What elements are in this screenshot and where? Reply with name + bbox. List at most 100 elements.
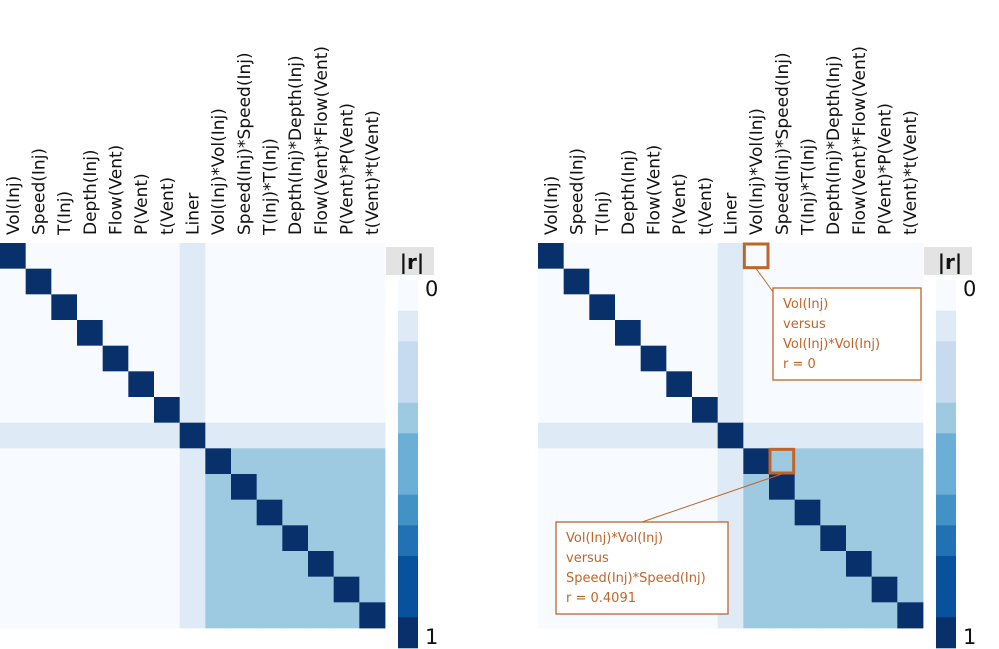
heatmap-cell (205, 294, 232, 321)
heatmap-cell (563, 345, 590, 372)
heatmap-cell (359, 474, 386, 501)
heatmap-cell (846, 602, 873, 629)
heatmap-cell (589, 422, 616, 449)
heatmap-cell (282, 448, 309, 475)
heatmap-cell (717, 448, 744, 475)
heatmap-cell (25, 576, 52, 603)
heatmap-cell (563, 243, 590, 270)
heatmap-cell (282, 525, 309, 552)
column-label: t(Vent)*t(Vent) (363, 110, 383, 235)
heatmap-cell (871, 397, 898, 424)
heatmap-cell (256, 243, 283, 270)
heatmap-cell (308, 602, 335, 629)
heatmap-cell (743, 294, 770, 321)
heatmap-cell (256, 602, 283, 629)
heatmap-cell (282, 371, 309, 398)
heatmap-cell (154, 371, 181, 398)
heatmap-cell (640, 294, 667, 321)
heatmap-cell (77, 397, 104, 424)
heatmap-cell (589, 448, 616, 475)
heatmap-cell (308, 525, 335, 552)
heatmap-cell (846, 397, 873, 424)
heatmap-cell (769, 397, 796, 424)
heatmap-cell (333, 474, 360, 501)
heatmap-cell (666, 397, 693, 424)
column-label: Depth(Inj)*Depth(Inj) (824, 55, 844, 235)
heatmap-cell (743, 474, 770, 501)
heatmap-cell (615, 243, 642, 270)
heatmap-cell (128, 397, 155, 424)
heatmap-cell (333, 268, 360, 295)
heatmap-cell (205, 474, 232, 501)
heatmap-cell (128, 499, 155, 526)
heatmap-cell (640, 474, 667, 501)
column-label: T(Inj)*T(Inj) (799, 138, 819, 236)
heatmap-cell (640, 422, 667, 449)
legend-swatch (398, 402, 418, 434)
heatmap-cell (666, 448, 693, 475)
heatmap-cell (0, 371, 27, 398)
heatmap-cell (897, 551, 924, 578)
heatmap-cell (0, 551, 27, 578)
heatmap-cell (717, 371, 744, 398)
heatmap-cell (51, 397, 78, 424)
heatmap-cell (179, 268, 206, 295)
heatmap-cell (871, 576, 898, 603)
column-label: T(Inj) (593, 191, 613, 236)
heatmap-cell (359, 345, 386, 372)
heatmap-cell (563, 268, 590, 295)
heatmap-cell (640, 268, 667, 295)
heatmap-cell (897, 474, 924, 501)
legend-swatch (398, 556, 418, 587)
heatmap-cell (717, 397, 744, 424)
heatmap-cell (205, 602, 232, 629)
heatmap-cell (154, 345, 181, 372)
column-label: Speed(Inj) (30, 148, 50, 235)
legend-swatch (936, 310, 956, 342)
legend-swatch (936, 556, 956, 587)
heatmap-cell (205, 499, 232, 526)
heatmap-cell (794, 525, 821, 552)
heatmap-cell (25, 525, 52, 552)
heatmap-cell (154, 320, 181, 347)
heatmap-cell (25, 397, 52, 424)
legend-swatch (398, 617, 418, 649)
heatmap-cell (308, 294, 335, 321)
heatmap-cell (589, 345, 616, 372)
heatmap-cell (589, 474, 616, 501)
heatmap-cell (359, 499, 386, 526)
heatmap-cell (333, 320, 360, 347)
annotation-text: Vol(Inj) (783, 297, 828, 312)
heatmap-cell (77, 422, 104, 449)
heatmap-cell (359, 243, 386, 270)
legend-tick-min: 0 (425, 277, 438, 301)
heatmap-cell (359, 268, 386, 295)
heatmap-cell (794, 243, 821, 270)
heatmap-cell (25, 345, 52, 372)
column-label: P(Vent)*P(Vent) (876, 103, 896, 235)
annotation-box (772, 287, 922, 381)
heatmap-cell (589, 320, 616, 347)
heatmap-cell (154, 294, 181, 321)
heatmap-cell (51, 525, 78, 552)
heatmap-cell (666, 422, 693, 449)
heatmap-cell (51, 499, 78, 526)
heatmap-cell (0, 576, 27, 603)
heatmap-cell (359, 525, 386, 552)
heatmap-panel-right: Vol(Inj)Speed(Inj)T(Inj)Depth(Inj)Flow(V… (538, 46, 976, 649)
column-label: Flow(Vent)*Flow(Vent) (850, 46, 870, 235)
heatmap-cell (871, 551, 898, 578)
heatmap-cell (743, 422, 770, 449)
heatmap-cell (794, 499, 821, 526)
heatmap-cell (794, 551, 821, 578)
heatmap-cell (794, 397, 821, 424)
heatmap-cell (205, 422, 232, 449)
legend-title: |r| (938, 250, 962, 274)
heatmap-cell (179, 320, 206, 347)
heatmap-cell (205, 268, 232, 295)
heatmap-cell (794, 474, 821, 501)
heatmap-cell (154, 448, 181, 475)
heatmap-cell (563, 474, 590, 501)
column-label: Depth(Inj)*Depth(Inj) (286, 55, 306, 235)
heatmap-cell (538, 448, 565, 475)
